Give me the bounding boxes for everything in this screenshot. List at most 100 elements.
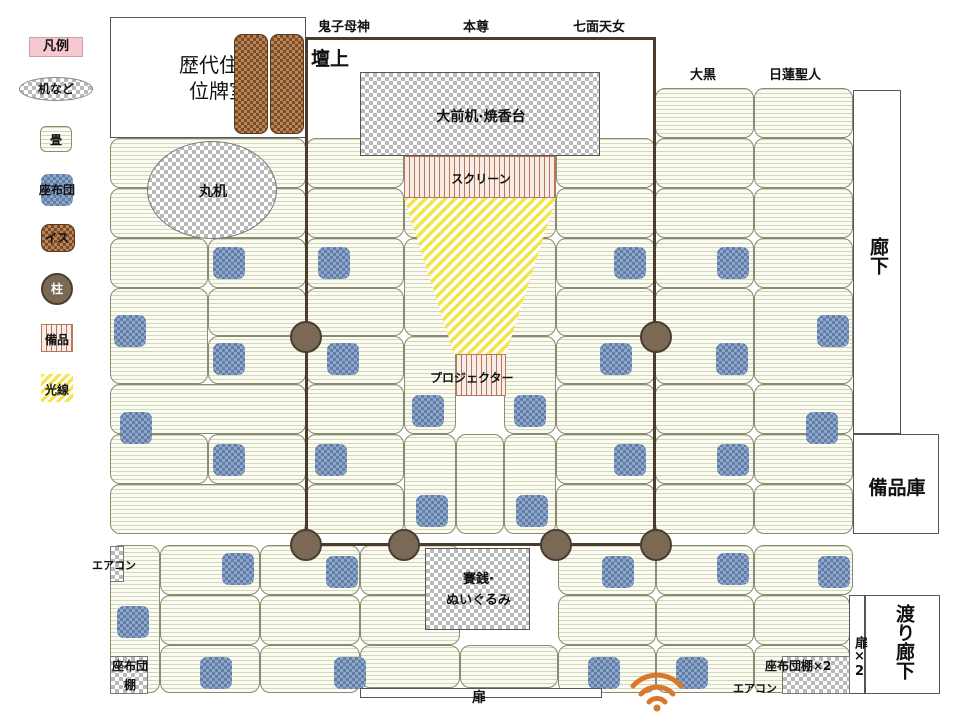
tatami-mat [556, 484, 655, 534]
cushion [326, 556, 358, 588]
cushion [614, 247, 646, 279]
cushion [117, 606, 149, 638]
watari-corridor: 渡り廊下 [865, 595, 940, 694]
door-bottom-label: 扉 [472, 690, 486, 706]
legend-table-swatch [19, 77, 93, 101]
pillar [290, 321, 322, 353]
altar-label: 大前机·焼香台 [436, 109, 526, 125]
door-right-label: 扉×2 [852, 636, 867, 679]
label-kishimojin: 鬼子母神 [318, 20, 371, 35]
cushion [213, 444, 245, 476]
chair [270, 34, 304, 134]
tatami-mat [754, 238, 853, 288]
legend-pillar-label: 柱 [50, 282, 63, 296]
projection-screen: スクリーン [404, 156, 556, 198]
corridor-label: 廊下 [867, 237, 889, 275]
cushion [588, 657, 620, 689]
cushion [222, 553, 254, 585]
cushion [416, 495, 448, 527]
tatami-mat [306, 484, 404, 534]
pillar [640, 529, 672, 561]
storage-room: 備品庫 [853, 434, 939, 534]
pillar [540, 529, 572, 561]
tatami-mat [556, 288, 655, 336]
cushion [327, 343, 359, 375]
tatami-mat [556, 138, 655, 188]
cushion [676, 657, 708, 689]
tatami-mat [754, 595, 850, 645]
tatami-mat [655, 88, 754, 138]
tatami-mat [460, 645, 558, 688]
tatami-mat [656, 545, 754, 595]
round-table: 丸机 [147, 141, 277, 239]
projector [456, 354, 506, 396]
cushion [817, 315, 849, 347]
legend-cushion-swatch [41, 174, 73, 206]
cushion [614, 444, 646, 476]
label-nichiren: 日蓮聖人 [769, 68, 822, 83]
cushion-shelf-left-label: 座布団 棚 [111, 659, 148, 692]
legend-chair-swatch [41, 224, 75, 252]
tatami-mat [655, 384, 754, 434]
cushion [600, 343, 632, 375]
legend-equipment-label: 備品 [44, 333, 69, 347]
tatami-mat [754, 88, 853, 138]
cushion [200, 657, 232, 689]
offering-table: 賽銭· ぬいぐるみ [425, 548, 530, 630]
wifi-icon [630, 672, 684, 712]
pillar [640, 321, 672, 353]
legend-table-label: 机など [37, 82, 74, 96]
cushion [334, 657, 366, 689]
tatami-mat [556, 238, 655, 288]
tatami-mat [160, 595, 260, 645]
legend-pillar-swatch [41, 273, 73, 305]
cushion [818, 556, 850, 588]
tatami-mat [208, 288, 306, 336]
corridor: 廊下 [853, 90, 901, 434]
cushion [516, 495, 548, 527]
pillar [388, 529, 420, 561]
cushion [315, 444, 347, 476]
tatami-mat [456, 434, 504, 534]
cushion [717, 444, 749, 476]
cushion [717, 247, 749, 279]
legend-cushion-label: 座布団 [38, 183, 75, 197]
legend-equipment-swatch [41, 324, 73, 352]
offering-label: 賽銭· ぬいぐるみ [446, 572, 511, 608]
light-beam [404, 198, 556, 354]
screen-label: スクリーン [451, 172, 511, 186]
tatami-mat [655, 484, 754, 534]
cushion-shelf-left [110, 656, 148, 694]
legend-light-swatch [41, 374, 73, 402]
cushion [213, 343, 245, 375]
tatami-mat [556, 384, 655, 434]
legend-tatami-swatch [40, 126, 72, 152]
projector-label: プロジェクター [430, 371, 514, 385]
tatami-mat [558, 595, 656, 645]
pillar [290, 529, 322, 561]
tatami-mat [655, 138, 754, 188]
tatami-mat [655, 188, 754, 238]
cushion [602, 556, 634, 588]
cushion [716, 343, 748, 375]
cushion-shelf-right [782, 656, 850, 694]
legend-light-label: 光線 [44, 383, 69, 397]
tatami-mat [360, 645, 460, 688]
cushion-shelf-right-label: 座布団棚×2 [765, 659, 832, 673]
tatami-mat [306, 288, 404, 336]
tatami-mat [110, 238, 208, 288]
cushion [717, 553, 749, 585]
cushion [412, 395, 444, 427]
tatami-mat [754, 138, 853, 188]
aircon-left-label: エアコン [92, 559, 136, 572]
cushion [114, 315, 146, 347]
door-right: 扉×2 [849, 595, 867, 694]
tatami-mat [754, 484, 853, 534]
watari-corridor-label: 渡り廊下 [893, 604, 915, 680]
legend-chair-label: イス [45, 231, 69, 245]
aircon-left [110, 546, 124, 582]
chair [234, 34, 268, 134]
legend-tatami-label: 畳 [49, 133, 62, 147]
cushion [318, 247, 350, 279]
cushion [514, 395, 546, 427]
